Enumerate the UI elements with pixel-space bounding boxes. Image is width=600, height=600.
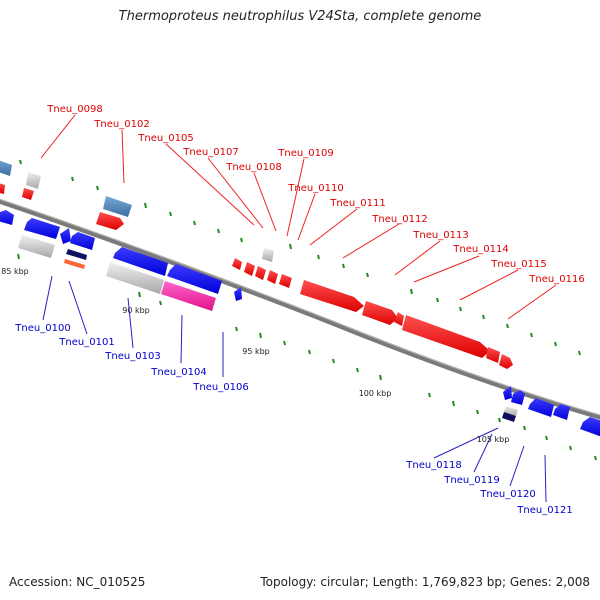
gene-arrow — [499, 354, 513, 369]
gene-arrow — [244, 262, 255, 276]
accession-text: Accession: NC_010525 — [9, 575, 146, 589]
gene-arrow — [511, 390, 525, 405]
bottom-gene-labels: Tneu_0100 Tneu_0101 Tneu_0103 Tneu_0104 … — [14, 323, 572, 516]
gene-arrow — [70, 232, 95, 250]
scale-label: 100 kbp — [359, 389, 392, 398]
genome-backbone-highlight — [0, 198, 600, 416]
gene-arrow — [255, 266, 266, 280]
gene-arrow — [22, 188, 34, 200]
gene-arrow — [580, 417, 600, 437]
gene-arrow — [234, 287, 242, 301]
misc-feature-block — [65, 255, 86, 264]
forward-strand-features — [0, 160, 274, 262]
top-gene-labels: Tneu_0098 Tneu_0102 Tneu_0105 Tneu_0107 … — [46, 104, 584, 285]
gene-label: Tneu_0114 — [452, 244, 508, 255]
gene-arrow — [486, 347, 500, 363]
genome-stats-text: Topology: circular; Length: 1,769,823 bp… — [260, 575, 590, 589]
gene-label: Tneu_0113 — [412, 230, 468, 241]
gene-label: Tneu_0120 — [479, 489, 535, 500]
pseudogene-block — [262, 248, 274, 262]
reverse-strand-genes — [0, 210, 600, 437]
gene-arrow — [0, 210, 14, 225]
gene-arrow — [96, 212, 124, 230]
gene-arrow — [362, 301, 398, 325]
gene-arrow — [503, 386, 512, 400]
bottom-leader-lines — [42, 275, 547, 503]
gene-arrow — [167, 264, 222, 294]
reverse-strand-features — [18, 235, 518, 422]
gene-label: Tneu_0111 — [329, 198, 385, 209]
scale-labels: 85 kbp 90 kbp 95 kbp 100 kbp 105 kbp — [1, 267, 509, 444]
gene-label: Tneu_0108 — [225, 162, 281, 173]
gene-label: Tneu_0100 — [14, 323, 70, 334]
gene-label: Tneu_0101 — [58, 337, 114, 348]
gene-arrow — [528, 398, 554, 417]
pseudogene-block — [26, 172, 41, 189]
scale-label: 90 kbp — [122, 306, 150, 315]
genome-backbone — [0, 198, 600, 420]
gene-arrow — [300, 280, 364, 312]
pseudogene-block — [504, 406, 518, 416]
gene-label: Tneu_0116 — [528, 274, 584, 285]
gene-label: Tneu_0103 — [104, 351, 160, 362]
pseudogene-block — [106, 262, 164, 294]
gene-label: Tneu_0106 — [192, 382, 248, 393]
rna-gene-block — [103, 196, 132, 217]
gene-label: Tneu_0112 — [371, 214, 427, 225]
gene-label: Tneu_0105 — [137, 133, 193, 144]
misc-feature-block — [66, 249, 87, 260]
forward-strand-genes — [0, 183, 513, 369]
outer-tick-marks — [19, 159, 581, 356]
gene-arrow — [232, 258, 242, 270]
gene-arrow — [24, 218, 60, 239]
gene-label: Tneu_0109 — [277, 148, 333, 159]
gene-label: Tneu_0104 — [150, 367, 206, 378]
gene-label: Tneu_0115 — [490, 259, 546, 270]
inner-tick-marks — [17, 253, 597, 461]
gene-label: Tneu_0102 — [93, 119, 149, 130]
scale-label: 95 kbp — [242, 347, 270, 356]
gene-arrow — [267, 270, 278, 284]
gene-arrow — [0, 183, 5, 194]
pseudogene-block — [18, 235, 55, 258]
gene-label: Tneu_0098 — [46, 104, 102, 115]
gene-arrow — [60, 228, 71, 244]
scale-label: 105 kbp — [477, 435, 510, 444]
gene-label: Tneu_0110 — [287, 183, 343, 194]
gene-arrow — [553, 404, 570, 420]
gene-label: Tneu_0107 — [182, 147, 238, 158]
gene-arrow — [402, 315, 490, 358]
misc-feature-block — [502, 412, 516, 422]
gene-label: Tneu_0119 — [443, 475, 499, 486]
misc-feature-block — [64, 259, 85, 269]
top-leader-lines — [40, 114, 557, 320]
map-title: Thermoproteus neutrophilus V24Sta, compl… — [118, 9, 482, 24]
gene-arrow — [279, 274, 292, 288]
scale-label: 85 kbp — [1, 267, 29, 276]
gene-label: Tneu_0121 — [516, 505, 572, 516]
gene-label: Tneu_0118 — [405, 460, 461, 471]
gene-arrow — [394, 312, 404, 326]
rna-gene-block — [0, 160, 12, 176]
gene-arrow — [113, 247, 168, 276]
misc-feature-block — [161, 281, 216, 311]
